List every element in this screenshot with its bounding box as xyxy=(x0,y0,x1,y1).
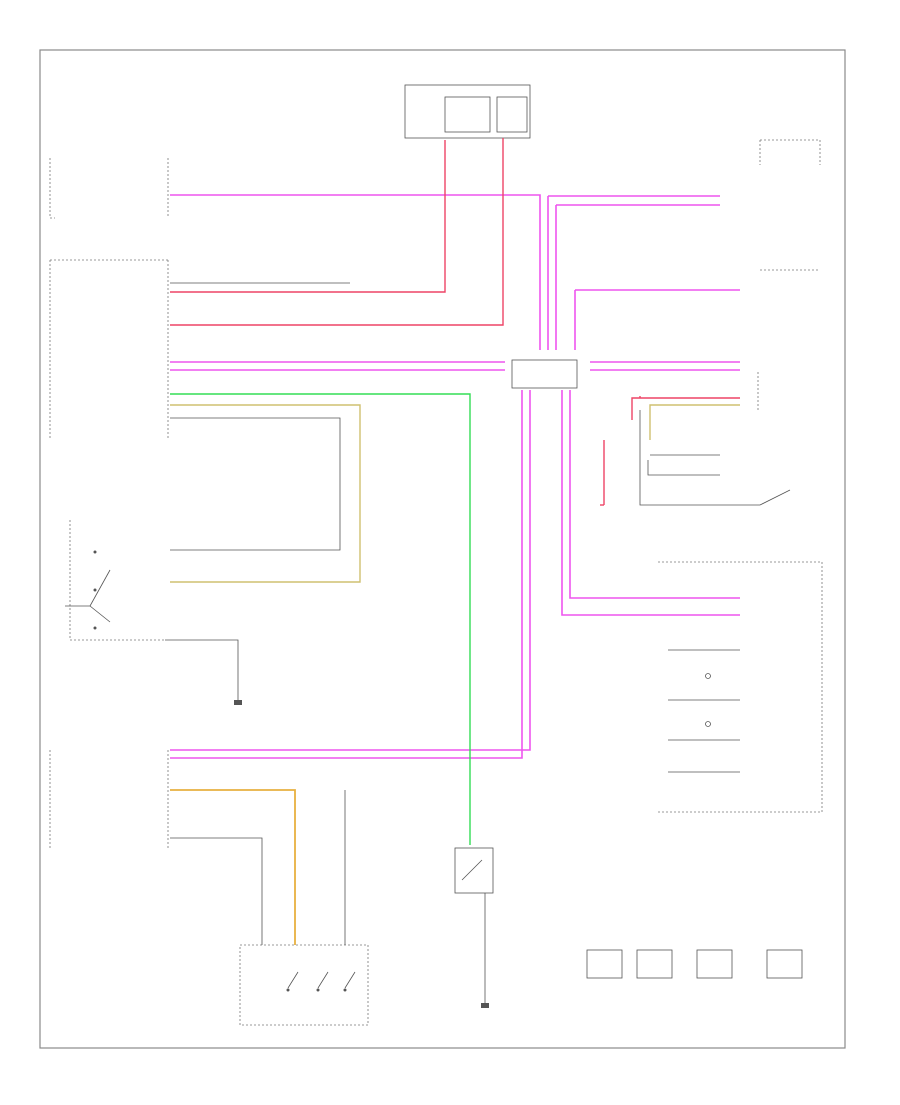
left-mid-module xyxy=(49,259,169,440)
diagram-frame xyxy=(39,49,846,1049)
tire-pressure-sensors xyxy=(586,949,803,979)
serial-data-wires xyxy=(170,194,740,759)
right-mid-module xyxy=(600,396,791,506)
left-upper-module xyxy=(49,158,169,219)
left-lower-module xyxy=(49,750,169,848)
green-wire xyxy=(170,393,471,845)
left-ground xyxy=(165,639,242,705)
center-relay xyxy=(454,847,494,894)
yellow-wires xyxy=(170,404,740,945)
fuse-block xyxy=(404,84,531,139)
instrument-cluster xyxy=(658,561,823,813)
center-ground xyxy=(481,893,489,1008)
misc-wires xyxy=(170,282,720,945)
turn-signal-switch xyxy=(65,520,165,641)
junction-block xyxy=(511,359,578,389)
right-upper-module xyxy=(757,269,820,410)
door-switch-assembly xyxy=(239,944,369,1026)
right-top-sensor xyxy=(759,139,821,165)
battery-wires xyxy=(170,138,740,505)
